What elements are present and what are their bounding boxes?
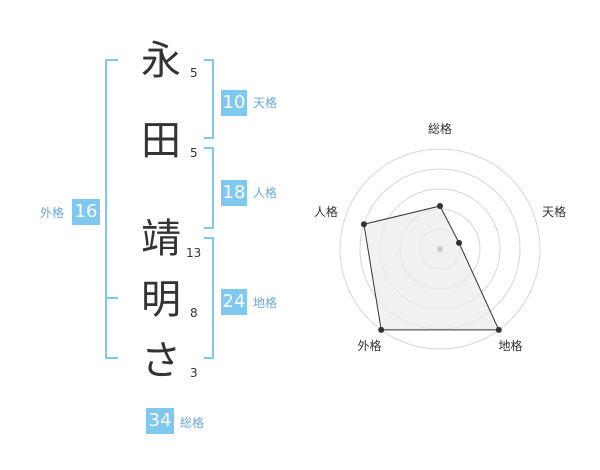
stroke-count-4: 8 — [190, 306, 198, 320]
radar-axis-label-1: 天格 — [542, 204, 566, 219]
stroke-count-2: 5 — [190, 146, 198, 160]
jinkaku-label: 人格 — [253, 186, 278, 200]
radar-point-1 — [456, 239, 463, 246]
name-char-4: 明 — [141, 277, 181, 323]
radar-axis-label-2: 地格 — [498, 338, 522, 353]
gaikaku-label: 外格 — [40, 206, 65, 220]
gaikaku-bracket — [105, 59, 118, 359]
chikaku-value: 24 — [221, 289, 247, 315]
gaikaku-value: 16 — [72, 199, 100, 225]
soukaku-value: 34 — [146, 408, 174, 434]
radar-point-0 — [437, 203, 443, 209]
radar-point-3 — [378, 326, 385, 333]
radar-ring-5 — [339, 148, 541, 350]
radar-axis-label-4: 人格 — [314, 204, 338, 219]
radar-axis-label-0: 総格 — [428, 121, 452, 136]
radar-point-2 — [495, 326, 502, 333]
soukaku-label: 総格 — [180, 416, 205, 430]
stroke-count-3: 13 — [186, 246, 202, 260]
chikaku-bracket — [204, 237, 214, 359]
name-char-3: 靖 — [141, 216, 181, 262]
tenkaku-label: 天格 — [253, 96, 278, 110]
name-char-2: 田 — [141, 118, 181, 164]
chikaku-label: 地格 — [253, 296, 278, 310]
radar-points — [360, 203, 502, 333]
jinkaku-bracket — [204, 147, 214, 229]
radar-axis-label-3: 外格 — [357, 338, 381, 353]
stroke-count-5: 3 — [190, 366, 198, 380]
radar-point-4 — [360, 221, 367, 228]
stroke-count-1: 5 — [190, 66, 198, 80]
tenkaku-bracket — [204, 59, 214, 139]
tenkaku-value: 10 — [221, 90, 247, 116]
radar-polygon — [363, 205, 500, 331]
radar-center-dot — [437, 246, 443, 252]
name-char-5: さ — [141, 338, 181, 384]
jinkaku-value: 18 — [221, 180, 247, 206]
name-char-1: 永 — [141, 38, 181, 84]
